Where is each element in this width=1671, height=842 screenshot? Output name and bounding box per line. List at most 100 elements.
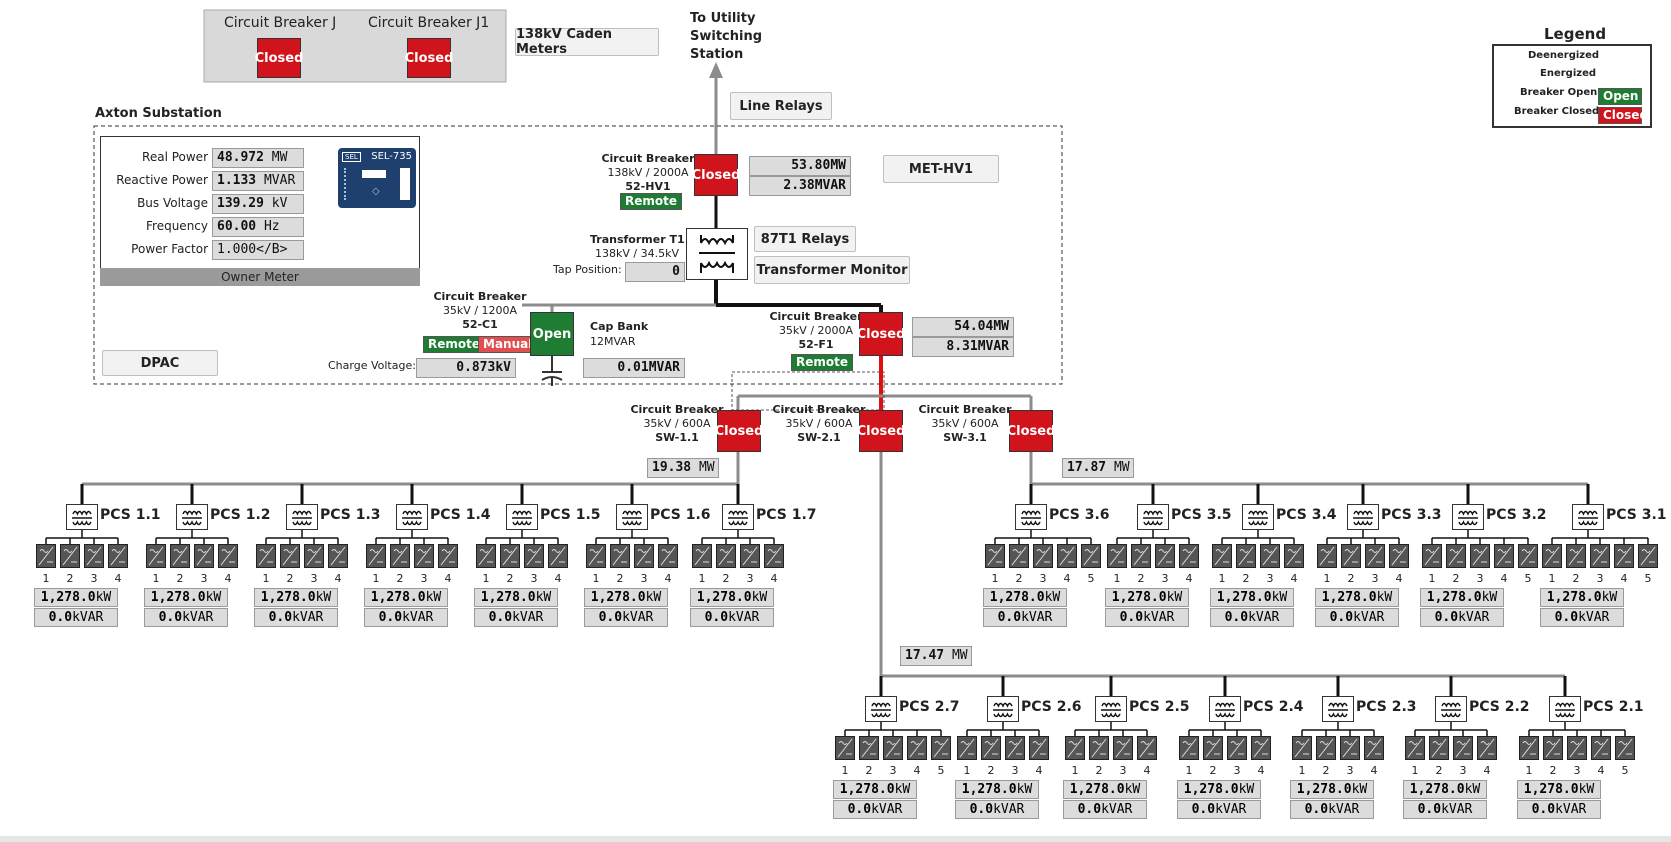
inverter-icon[interactable] [1566,544,1586,568]
inverter-icon[interactable] [1422,544,1442,568]
pcs-transformer-icon[interactable] [1322,696,1354,722]
inverter-icon[interactable] [1113,736,1133,760]
pcs-transformer-icon[interactable] [1347,504,1379,530]
inverter-icon[interactable] [716,544,736,568]
inverter-icon[interactable] [1518,544,1538,568]
met-hv1-button[interactable]: MET-HV1 [883,155,999,183]
inverter-icon[interactable] [1364,736,1384,760]
inverter-icon[interactable] [170,544,190,568]
pcs-transformer-icon[interactable] [66,504,98,530]
inverter-icon[interactable] [1477,736,1497,760]
inverter-icon[interactable] [764,544,784,568]
inverter-icon[interactable] [146,544,166,568]
inverter-icon[interactable] [414,544,434,568]
inverter-icon[interactable] [1057,544,1077,568]
pcs-transformer-icon[interactable] [506,504,538,530]
inverter-icon[interactable] [438,544,458,568]
inverter-icon[interactable] [1429,736,1449,760]
inverter-icon[interactable] [740,544,760,568]
inverter-icon[interactable] [1446,544,1466,568]
inverter-icon[interactable] [907,736,927,760]
inverter-icon[interactable] [1005,736,1025,760]
pcs-transformer-icon[interactable] [286,504,318,530]
inverter-icon[interactable] [1137,736,1157,760]
inverter-icon[interactable] [1519,736,1539,760]
inverter-icon[interactable] [1009,544,1029,568]
inverter-icon[interactable] [981,736,1001,760]
inverter-icon[interactable] [328,544,348,568]
sel-735-device-icon[interactable]: SEL SEL-735 ◇ [338,148,416,208]
pcs-transformer-icon[interactable] [1452,504,1484,530]
inverter-icon[interactable] [1081,544,1101,568]
inverter-icon[interactable] [1131,544,1151,568]
pcs-transformer-icon[interactable] [616,504,648,530]
inverter-icon[interactable] [1251,736,1271,760]
inverter-icon[interactable] [36,544,56,568]
inverter-icon[interactable] [634,544,654,568]
c1-remote-tag[interactable]: Remote [423,336,486,353]
inverter-icon[interactable] [985,544,1005,568]
f1-breaker-button[interactable]: Closed [857,312,905,356]
inverter-icon[interactable] [883,736,903,760]
transformer-monitor-button[interactable]: Transformer Monitor [754,256,910,284]
inverter-icon[interactable] [1292,736,1312,760]
inverter-icon[interactable] [1614,544,1634,568]
pcs-transformer-icon[interactable] [1549,696,1581,722]
inverter-icon[interactable] [1340,736,1360,760]
inverter-icon[interactable] [256,544,276,568]
inverter-icon[interactable] [610,544,630,568]
inverter-icon[interactable] [366,544,386,568]
inverter-icon[interactable] [1405,736,1425,760]
pcs-transformer-icon[interactable] [722,504,754,530]
caden-meters-button[interactable]: 138kV Caden Meters [515,27,659,57]
inverter-icon[interactable] [1316,736,1336,760]
inverter-icon[interactable] [476,544,496,568]
inverter-icon[interactable] [500,544,520,568]
pcs-transformer-icon[interactable] [1137,504,1169,530]
inverter-icon[interactable] [218,544,238,568]
inverter-icon[interactable] [1155,544,1175,568]
pcs-transformer-icon[interactable] [1209,696,1241,722]
inverter-icon[interactable] [1591,736,1611,760]
dpac-button[interactable]: DPAC [102,350,218,376]
inverter-icon[interactable] [1543,736,1563,760]
inverter-icon[interactable] [1260,544,1280,568]
inverter-icon[interactable] [658,544,678,568]
pcs-transformer-icon[interactable] [865,696,897,722]
sw11-breaker-button[interactable]: Closed [715,410,763,452]
inverter-icon[interactable] [1453,736,1473,760]
inverter-icon[interactable] [1284,544,1304,568]
inverter-icon[interactable] [1212,544,1232,568]
inverter-icon[interactable] [1065,736,1085,760]
inverter-icon[interactable] [280,544,300,568]
inverter-icon[interactable] [1590,544,1610,568]
inverter-icon[interactable] [60,544,80,568]
inverter-icon[interactable] [1107,544,1127,568]
inverter-icon[interactable] [1615,736,1635,760]
inverter-icon[interactable] [1542,544,1562,568]
hv1-remote-tag[interactable]: Remote [620,193,683,210]
inverter-icon[interactable] [1341,544,1361,568]
inverter-icon[interactable] [835,736,855,760]
inverter-icon[interactable] [108,544,128,568]
inverter-icon[interactable] [1203,736,1223,760]
line-relays-button[interactable]: Line Relays [730,92,832,120]
pcs-transformer-icon[interactable] [1242,504,1274,530]
inverter-icon[interactable] [1029,736,1049,760]
pcs-transformer-icon[interactable] [987,696,1019,722]
inverter-icon[interactable] [390,544,410,568]
pcs-transformer-icon[interactable] [176,504,208,530]
inverter-icon[interactable] [1236,544,1256,568]
pcs-transformer-icon[interactable] [396,504,428,530]
pcs-transformer-icon[interactable] [1435,696,1467,722]
breaker-j-button[interactable]: Closed [255,38,303,78]
inverter-icon[interactable] [586,544,606,568]
breaker-j1-button[interactable]: Closed [405,38,453,78]
inverter-icon[interactable] [84,544,104,568]
inverter-icon[interactable] [1567,736,1587,760]
inverter-icon[interactable] [1033,544,1053,568]
inverter-icon[interactable] [957,736,977,760]
inverter-icon[interactable] [548,544,568,568]
inverter-icon[interactable] [1179,544,1199,568]
c1-manual-tag[interactable]: Manual [478,336,538,353]
